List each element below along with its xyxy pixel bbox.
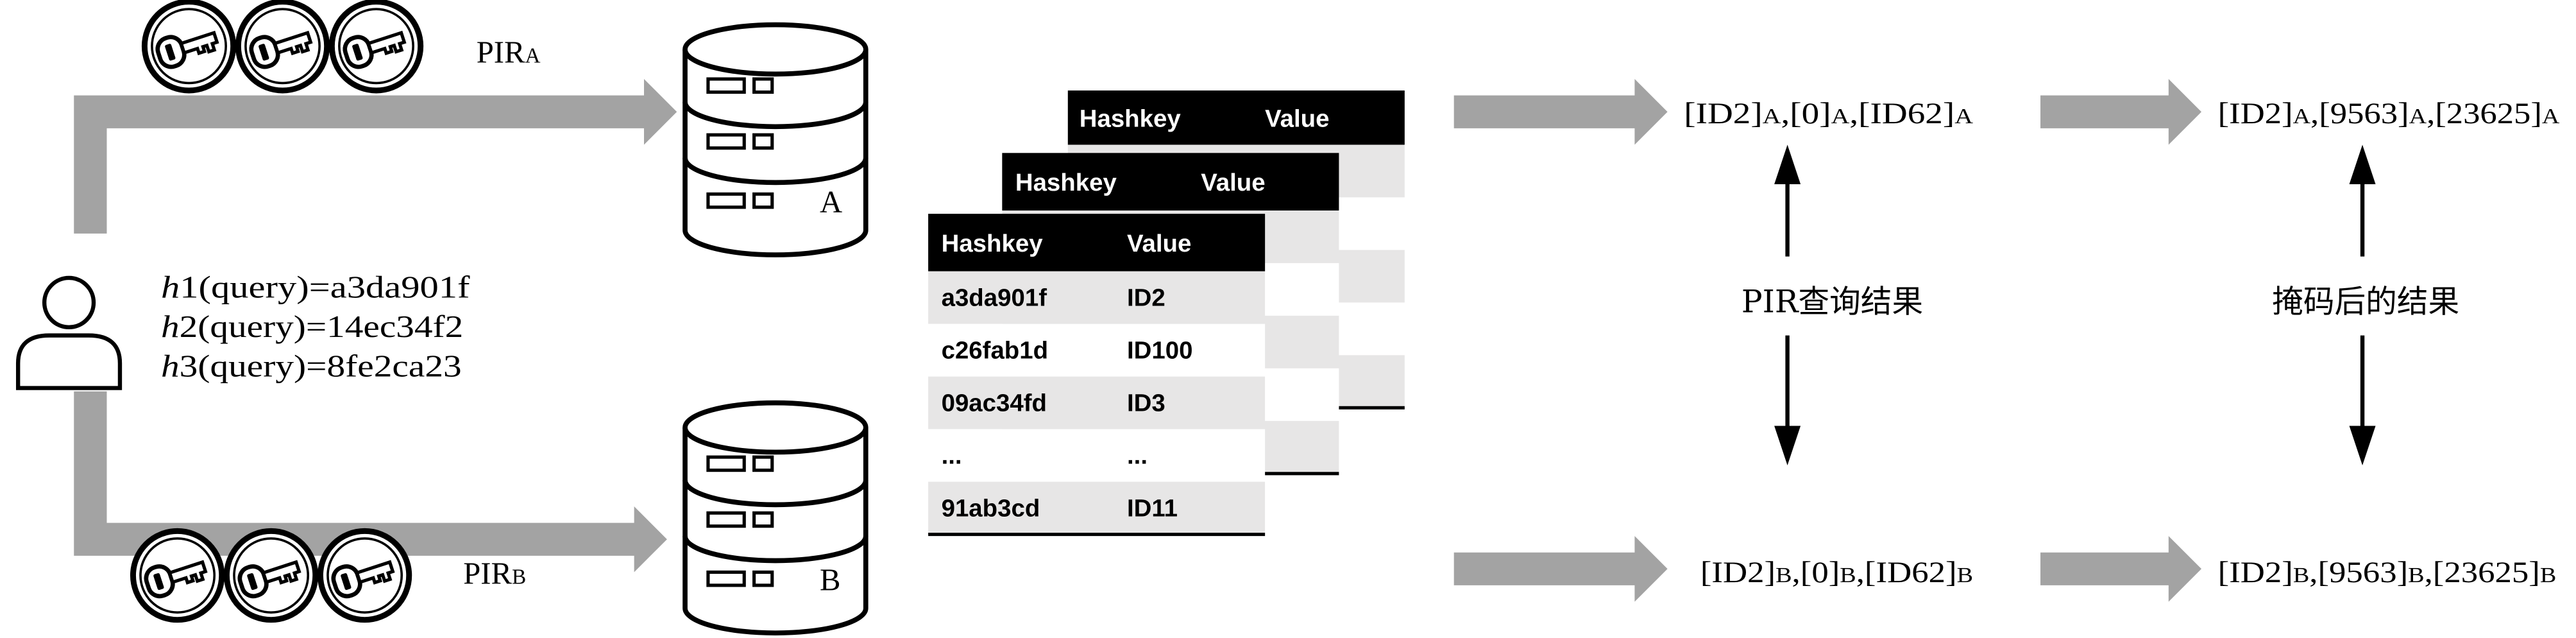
channel-label-b-party: B (512, 565, 526, 589)
database-label-a: A (820, 185, 842, 220)
database-icon: A (682, 22, 869, 257)
cell-value: ID100 (1127, 336, 1193, 364)
table-row: c26fab1d ID100 (928, 323, 1266, 377)
channel-label-b-main: PIR (463, 556, 512, 591)
key-icon (144, 2, 233, 91)
table-header-bg (928, 214, 1266, 272)
flow-arrow-to-server-a (74, 79, 677, 234)
database-icon: B (682, 400, 869, 636)
column-header-hashkey: Hashkey (942, 230, 1044, 257)
arrow-down-icon (2349, 426, 2376, 465)
arrow-up-icon (2349, 144, 2376, 184)
channel-label-a-main: PIR (477, 35, 525, 69)
person-icon (15, 275, 123, 390)
arrow-right-icon (2040, 536, 2202, 602)
cell-value: ID2 (1127, 284, 1165, 312)
keys-group-a (144, 2, 420, 91)
arrow-up-icon (1774, 144, 1801, 184)
masked-result-label: 掩码后的结果 (2272, 284, 2459, 320)
cell-value: ID3 (1127, 389, 1165, 417)
table-row: 09ac34fd ID3 (928, 376, 1266, 429)
pir-result-a: [ID2]A,[0]A,[ID62]A (1684, 97, 1973, 130)
cell-hashkey: c26fab1d (942, 336, 1049, 364)
key-icon (238, 2, 326, 91)
pir-query-result-connector: PIR查询结果 (1741, 144, 1923, 465)
column-header-value: Value (1201, 169, 1265, 196)
cell-value: ID11 (1127, 494, 1178, 522)
masked-result-a: [ID2]A,[9563]A,[23625]A (2218, 97, 2560, 130)
key-icon (226, 531, 315, 619)
table-row: 91ab3cd ID11 (928, 481, 1266, 535)
column-header-hashkey: Hashkey (1015, 169, 1117, 196)
table-row: ... ... (928, 429, 1266, 482)
key-icon (320, 531, 409, 619)
arrow-right-icon (2040, 79, 2202, 145)
arrow-right-icon (1453, 536, 1668, 602)
column-header-hashkey: Hashkey (1080, 105, 1182, 132)
masked-result-b: [ID2]B,[9563]B,[23625]B (2218, 556, 2557, 589)
cell-hashkey: ... (942, 442, 962, 469)
column-header-value: Value (1265, 105, 1329, 132)
flow-arrow-to-server-b (74, 391, 667, 573)
key-icon (332, 2, 420, 91)
channel-label-a-party: A (525, 44, 540, 67)
keys-group-b (133, 531, 409, 619)
cell-hashkey: a3da901f (942, 284, 1047, 312)
masked-result-connector: 掩码后的结果 (2272, 144, 2459, 465)
table-row: a3da901f ID2 (928, 271, 1266, 324)
cell-hashkey: 91ab3cd (942, 494, 1040, 522)
cell-hashkey: 09ac34fd (942, 389, 1047, 417)
pir-result-b: [ID2]B,[0]B,[ID62]B (1700, 556, 1973, 589)
channel-label-b: PIRB (463, 556, 526, 591)
hash-table-front: Hashkey Value a3da901f ID2 c26fab1d ID10… (928, 214, 1266, 537)
column-header-value: Value (1127, 230, 1191, 257)
arrow-right-icon (1453, 79, 1668, 145)
channel-label-a: PIRA (477, 35, 541, 69)
cell-value: ... (1127, 442, 1148, 469)
key-icon (133, 531, 221, 619)
table-header-bg (1002, 153, 1339, 211)
database-label-b: B (820, 563, 840, 598)
pir-query-result-label: PIR查询结果 (1741, 284, 1923, 320)
table-header-bg (1067, 90, 1405, 145)
arrow-down-icon (1774, 426, 1801, 465)
